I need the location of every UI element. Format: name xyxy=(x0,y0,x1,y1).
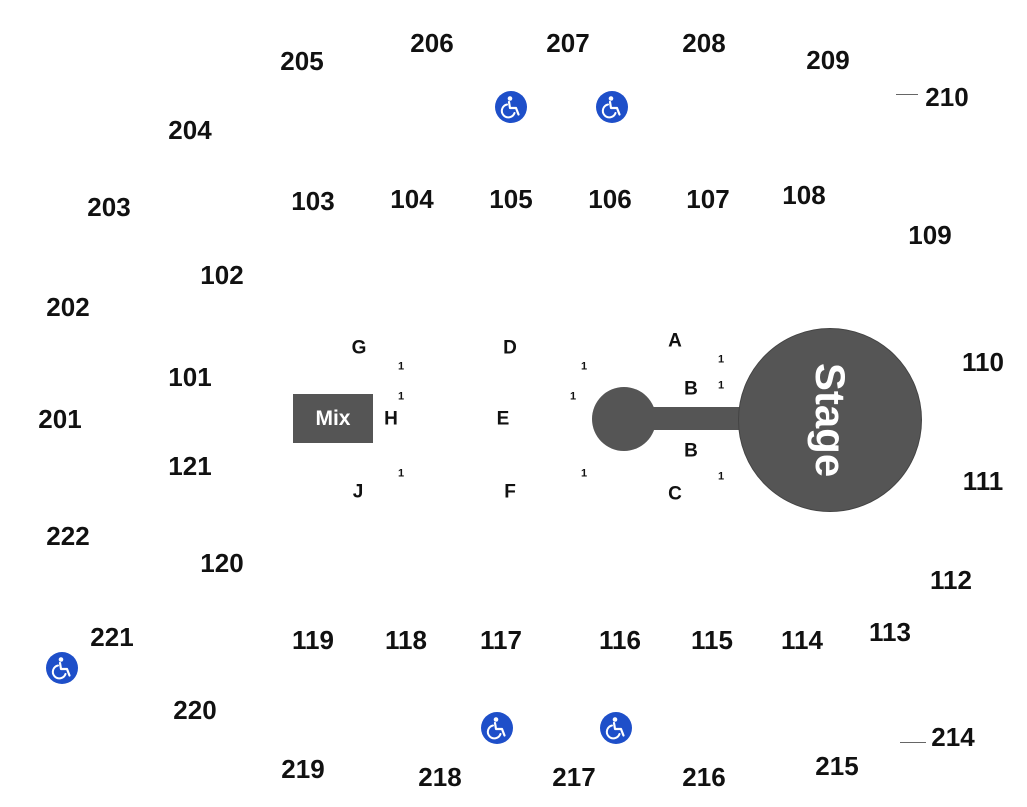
section-120[interactable]: 120 xyxy=(200,548,244,578)
section-216[interactable]: 216 xyxy=(682,762,726,792)
section-105[interactable]: 105 xyxy=(489,184,533,214)
section-214[interactable]: 214 xyxy=(931,722,975,752)
section-220[interactable]: 220 xyxy=(173,695,217,725)
section-104[interactable]: 104 xyxy=(390,184,434,214)
stage-runway xyxy=(650,407,740,430)
row-marker: 1 xyxy=(580,360,588,373)
floor-section-b-upper[interactable]: B xyxy=(684,378,698,400)
floor-section-h[interactable]: H xyxy=(384,408,398,430)
section-222[interactable]: 222 xyxy=(46,521,90,551)
section-215[interactable]: 215 xyxy=(815,751,859,781)
section-109[interactable]: 109 xyxy=(908,220,952,250)
section-204[interactable]: 204 xyxy=(168,115,212,145)
section-217[interactable]: 217 xyxy=(552,762,596,792)
floor-section-e[interactable]: E xyxy=(496,408,510,430)
section-201[interactable]: 201 xyxy=(38,404,82,434)
section-103[interactable]: 103 xyxy=(291,186,335,216)
stage-label: Stage xyxy=(807,362,854,478)
section-119[interactable]: 119 xyxy=(292,625,334,655)
section-207[interactable]: 207 xyxy=(546,28,590,58)
section-114[interactable]: 114 xyxy=(781,625,823,655)
section-202[interactable]: 202 xyxy=(46,292,90,322)
wheelchair-icon[interactable] xyxy=(596,91,628,123)
section-102[interactable]: 102 xyxy=(200,260,244,290)
mix-position: Mix xyxy=(293,394,373,443)
section-214-leader xyxy=(900,742,926,743)
section-219[interactable]: 219 xyxy=(281,754,325,784)
section-113[interactable]: 113 xyxy=(869,617,911,647)
row-marker: 1 xyxy=(717,379,725,392)
section-111[interactable]: 111 xyxy=(962,466,1004,496)
section-208[interactable]: 208 xyxy=(682,28,726,58)
section-117[interactable]: 117 xyxy=(480,625,522,655)
row-marker: 1 xyxy=(580,467,588,480)
mix-label: Mix xyxy=(315,406,351,430)
floor-section-j[interactable]: J xyxy=(352,481,364,503)
section-112[interactable]: 112 xyxy=(930,565,972,595)
row-marker: 1 xyxy=(397,390,405,403)
section-206[interactable]: 206 xyxy=(410,28,454,58)
row-marker: 1 xyxy=(397,360,405,373)
section-118[interactable]: 118 xyxy=(385,625,427,655)
floor-section-d[interactable]: D xyxy=(503,337,517,359)
wheelchair-icon[interactable] xyxy=(495,91,527,123)
section-121[interactable]: 121 xyxy=(168,451,212,481)
row-marker: 1 xyxy=(569,390,577,403)
floor-section-a[interactable]: A xyxy=(668,330,682,352)
wheelchair-icon[interactable] xyxy=(600,712,632,744)
section-218[interactable]: 218 xyxy=(418,762,462,792)
row-marker: 1 xyxy=(717,470,725,483)
wheelchair-icon[interactable] xyxy=(46,652,78,684)
section-115[interactable]: 115 xyxy=(691,625,733,655)
floor-section-b-lower[interactable]: B xyxy=(684,440,698,462)
floor-section-c[interactable]: C xyxy=(668,483,682,505)
section-209[interactable]: 209 xyxy=(806,45,850,75)
section-108[interactable]: 108 xyxy=(782,180,826,210)
section-110[interactable]: 110 xyxy=(962,347,1004,377)
floor-section-g[interactable]: G xyxy=(351,337,367,359)
row-marker: 1 xyxy=(717,353,725,366)
section-116[interactable]: 116 xyxy=(599,625,641,655)
floor-section-f[interactable]: F xyxy=(504,481,516,503)
stage-pod xyxy=(592,387,656,451)
stage: Stage xyxy=(738,328,922,512)
section-107[interactable]: 107 xyxy=(686,184,730,214)
section-221[interactable]: 221 xyxy=(90,622,134,652)
section-210[interactable]: 210 xyxy=(925,82,969,112)
section-106[interactable]: 106 xyxy=(588,184,632,214)
row-marker: 1 xyxy=(397,467,405,480)
section-205[interactable]: 205 xyxy=(280,46,324,76)
wheelchair-icon[interactable] xyxy=(481,712,513,744)
section-203[interactable]: 203 xyxy=(87,192,131,222)
section-210-leader xyxy=(896,94,918,95)
section-101[interactable]: 101 xyxy=(168,362,212,392)
